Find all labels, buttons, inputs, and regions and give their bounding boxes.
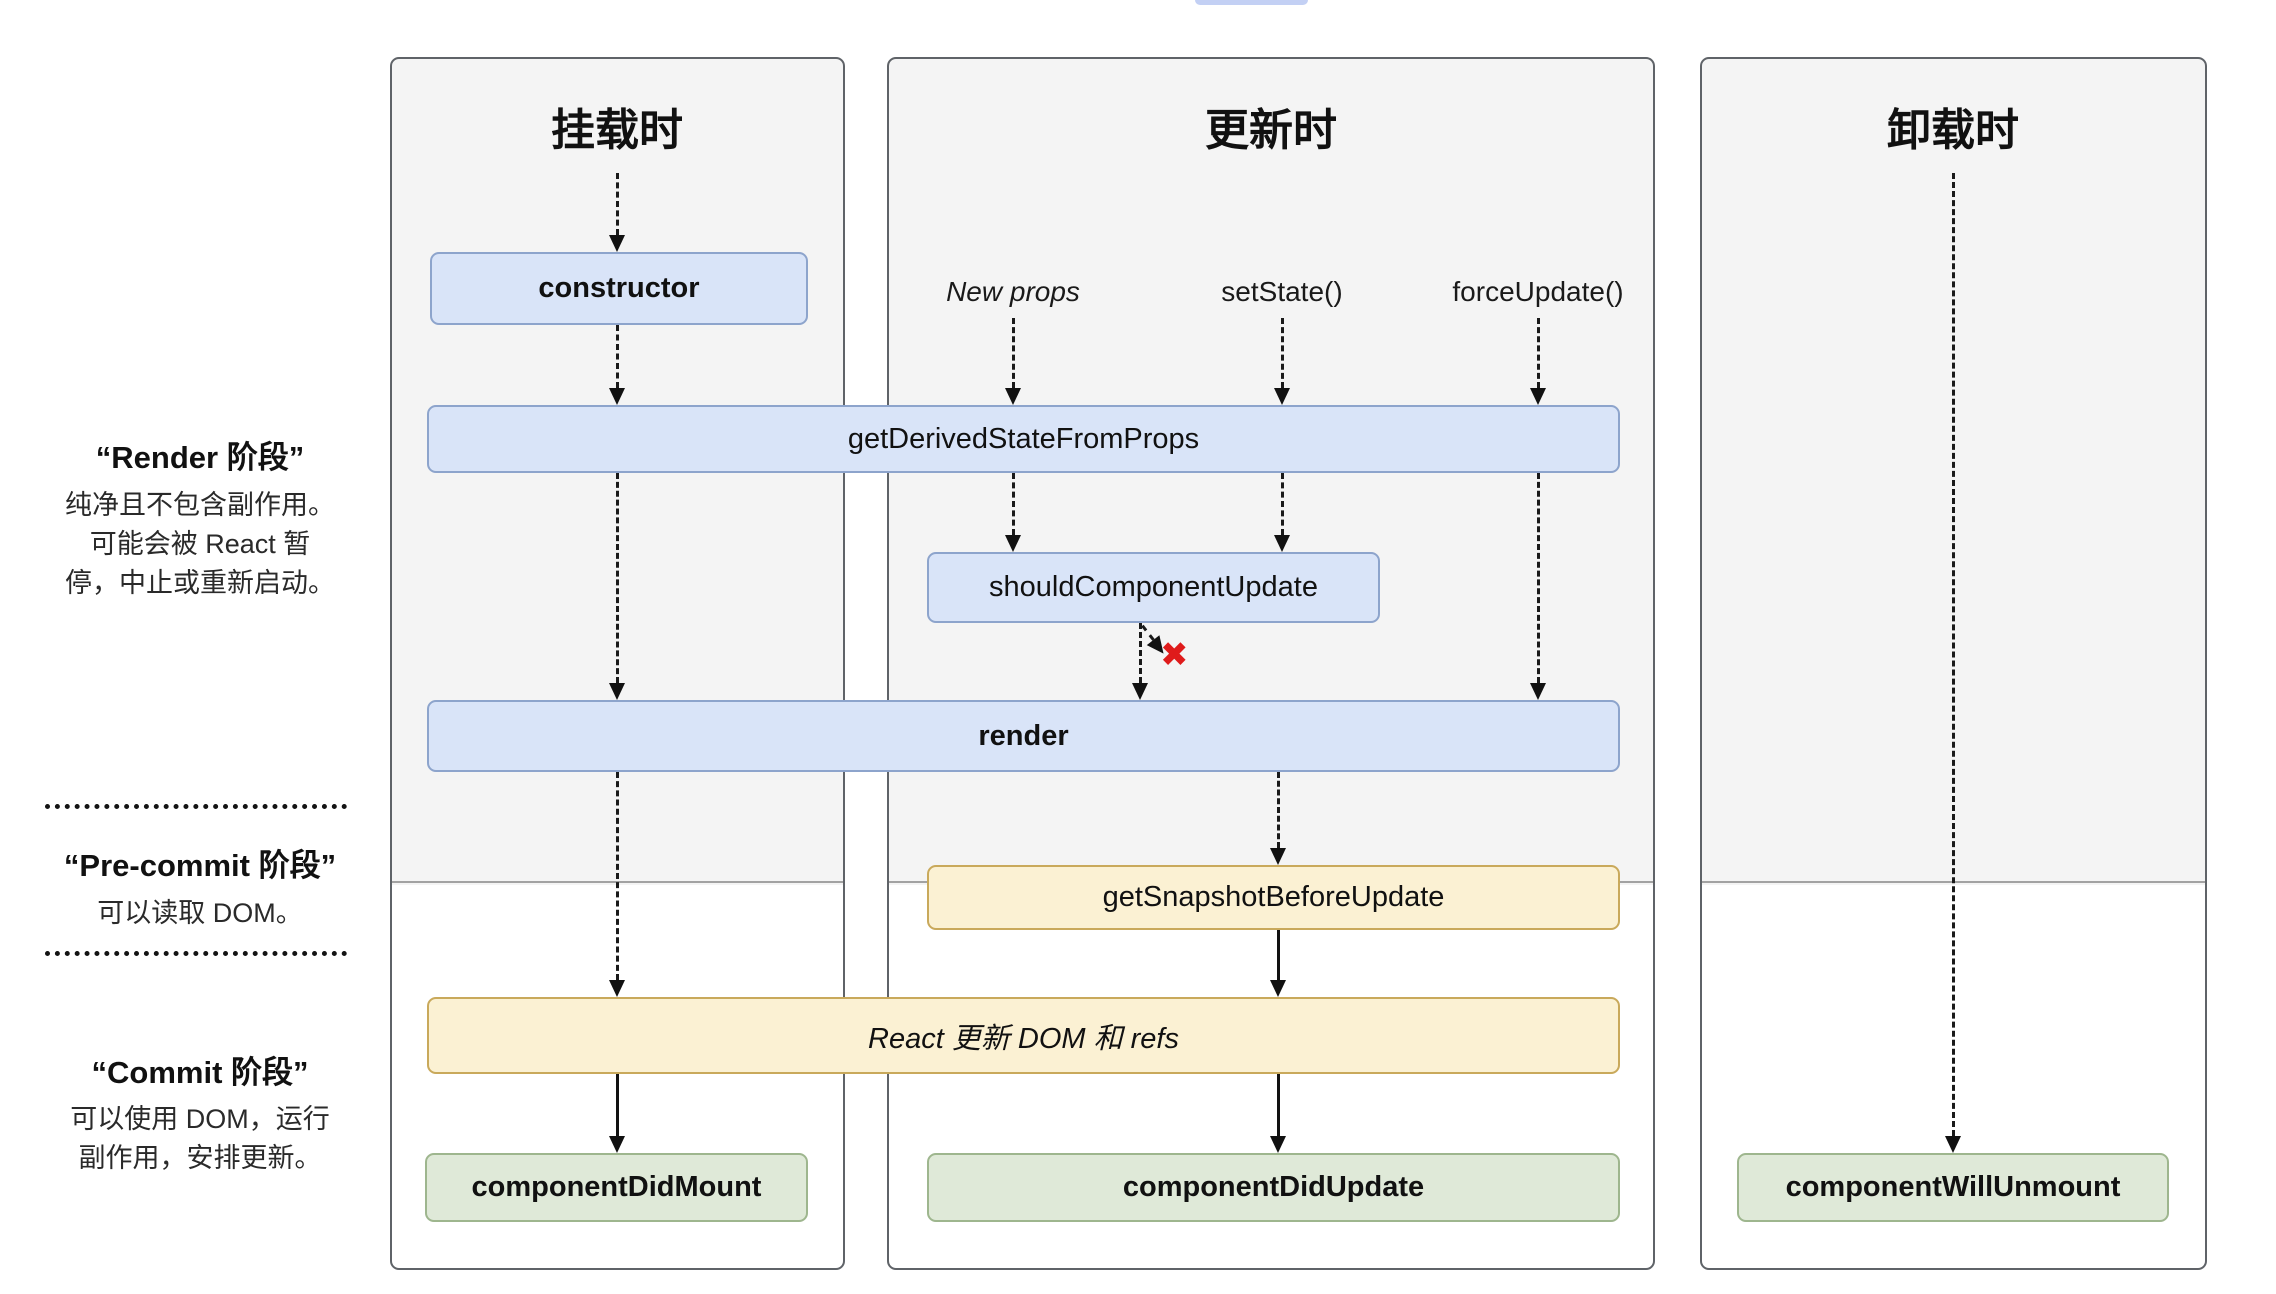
arrowhead <box>1270 1136 1286 1153</box>
column-title-updating: 更新时 <box>1205 106 1337 155</box>
arrow-setstate-to-gdsfp <box>1280 318 1284 388</box>
pre-commit-phase-desc: 可以读取 DOM。 <box>97 898 303 928</box>
arrow-scu-to-render <box>1138 623 1142 683</box>
arrowhead <box>1945 1136 1961 1153</box>
box-component-did-mount[interactable]: componentDidMount <box>425 1153 808 1222</box>
trigger-force-update: forceUpdate() <box>1452 276 1624 307</box>
commit-phase-desc-line2: 副作用，安排更新。 <box>78 1143 322 1173</box>
arrowhead <box>1274 535 1290 552</box>
top-tab-fragment[interactable] <box>1195 0 1308 5</box>
arrow-reactupdates-to-didupdate <box>1276 1074 1280 1136</box>
render-phase-desc-line2: 可能会被 React 暂 <box>89 529 311 559</box>
arrow-constructor-to-gdsfp <box>615 325 619 388</box>
arrowhead <box>1005 388 1021 405</box>
trigger-set-state: setState() <box>1221 276 1343 307</box>
box-component-will-unmount[interactable]: componentWillUnmount <box>1737 1153 2169 1222</box>
arrowhead <box>609 235 625 252</box>
arrowhead <box>1270 980 1286 997</box>
arrow-render-to-reactupdates <box>615 772 619 980</box>
arrow-gdsfp-to-scu-right <box>1280 473 1284 535</box>
column-title-mounting: 挂载时 <box>551 106 683 155</box>
arrow-mount-start <box>615 173 619 235</box>
arrow-getsnapshot-to-reactupdates <box>1276 930 1280 980</box>
pre-commit-phase-title: “Pre-commit 阶段” <box>63 848 337 883</box>
arrowhead <box>609 683 625 700</box>
diagonal-dash <box>1140 625 1155 642</box>
arrow-render-to-getsnapshot <box>1276 772 1280 848</box>
trigger-new-props: New props <box>946 276 1080 307</box>
panel-updating <box>887 57 1655 1270</box>
arrowhead <box>1132 683 1148 700</box>
box-get-derived-state-from-props[interactable]: getDerivedStateFromProps <box>427 405 1620 473</box>
cancel-x-icon: ✖ <box>1160 636 1189 674</box>
arrow-newprops-to-gdsfp <box>1011 318 1015 388</box>
box-react-updates-dom: React 更新 DOM 和 refs <box>427 997 1620 1074</box>
box-render[interactable]: render <box>427 700 1620 772</box>
render-phase-title: “Render 阶段” <box>95 440 305 475</box>
arrowhead <box>1530 388 1546 405</box>
box-component-did-update[interactable]: componentDidUpdate <box>927 1153 1620 1222</box>
arrowhead <box>609 980 625 997</box>
arrowhead <box>1005 535 1021 552</box>
arrow-gdsfp-to-scu-left <box>1011 473 1015 535</box>
arrow-reactupdates-to-didmount <box>615 1074 619 1136</box>
arrow-gdsfp-to-render <box>615 473 619 683</box>
arrow-forceupdate-bypass-to-render <box>1536 473 1540 683</box>
phase-separator-dotted <box>45 804 347 809</box>
box-should-component-update[interactable]: shouldComponentUpdate <box>927 552 1380 623</box>
column-title-unmounting: 卸载时 <box>1887 106 2019 155</box>
arrowhead <box>1270 848 1286 865</box>
phase-separator-dotted <box>45 951 347 956</box>
box-get-snapshot-before-update[interactable]: getSnapshotBeforeUpdate <box>927 865 1620 930</box>
commit-phase-desc-line1: 可以使用 DOM，运行 <box>70 1104 330 1134</box>
render-phase-desc-line3: 停，中止或重新启动。 <box>65 568 335 598</box>
arrowhead <box>609 1136 625 1153</box>
arrowhead <box>1530 683 1546 700</box>
arrow-unmount-to-willunmount <box>1951 173 1955 1136</box>
arrow-forceupdate-to-gdsfp <box>1536 318 1540 388</box>
arrowhead <box>609 388 625 405</box>
arrowhead <box>1274 388 1290 405</box>
box-constructor[interactable]: constructor <box>430 252 808 325</box>
render-phase-desc-line1: 纯净且不包含副作用。 <box>65 490 335 520</box>
commit-phase-title: “Commit 阶段” <box>91 1055 309 1090</box>
